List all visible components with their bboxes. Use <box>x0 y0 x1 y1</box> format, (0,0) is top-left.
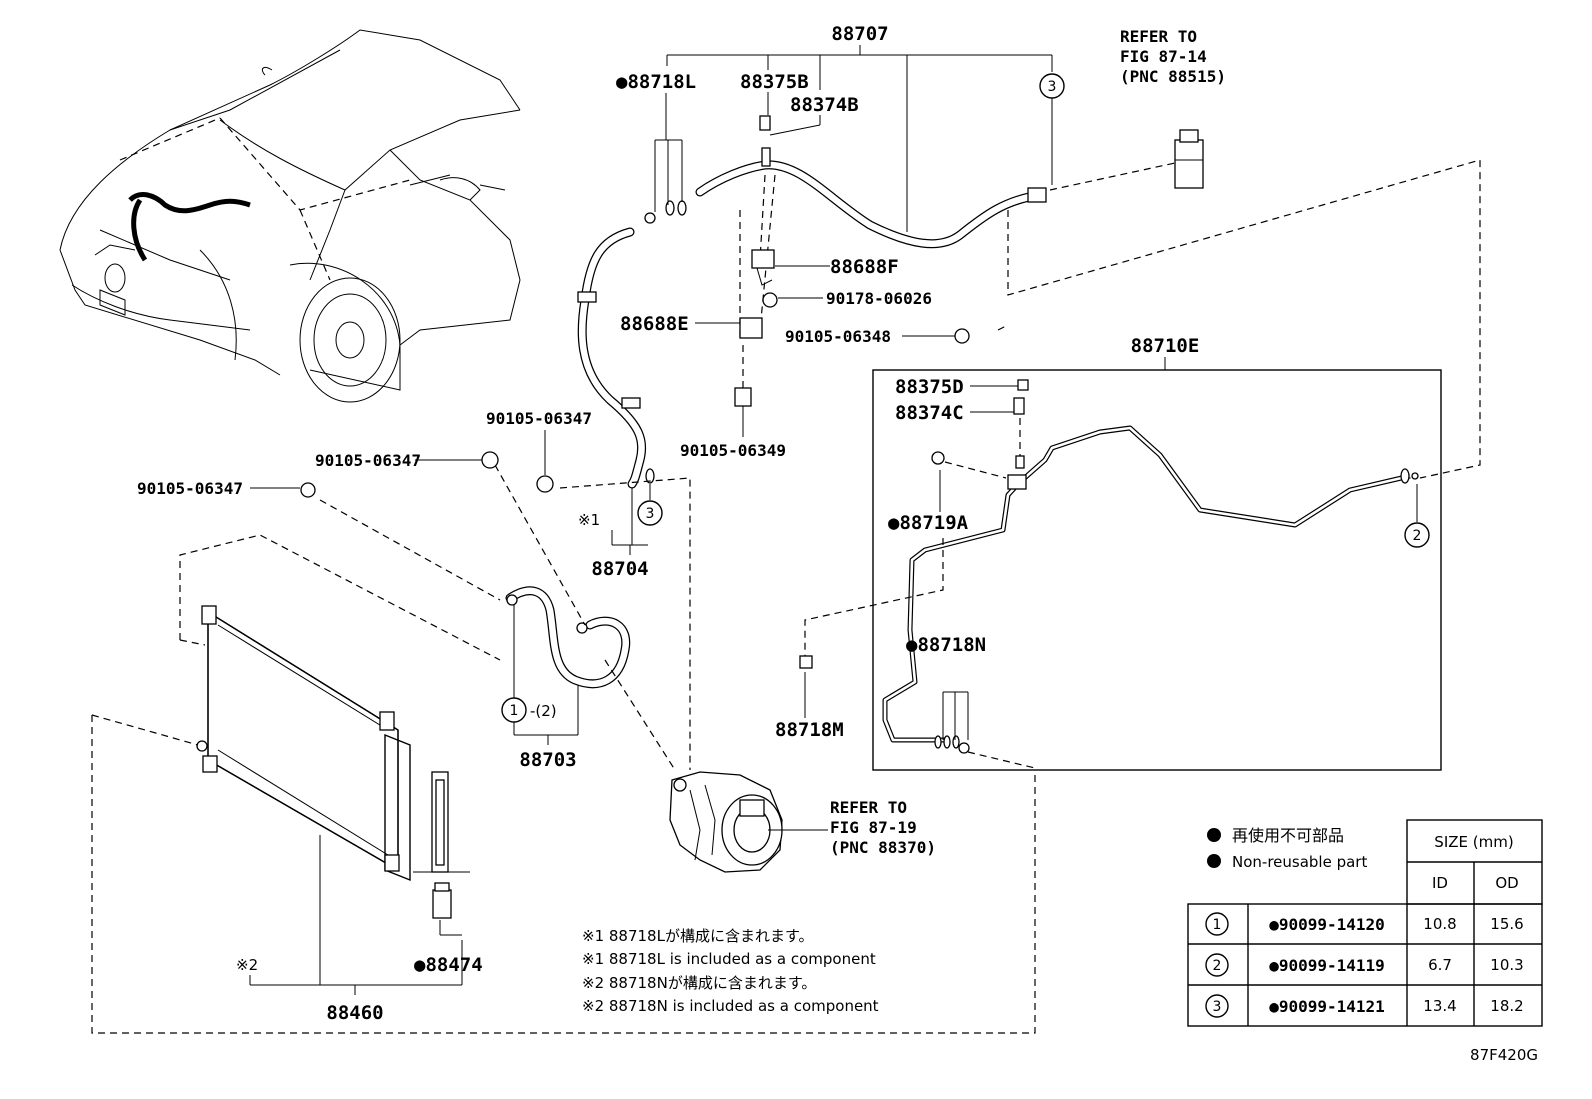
note-2-en: ※2 88718N is included as a component <box>582 997 879 1015</box>
refer-fig-87-14-line1: REFER TO <box>1120 27 1197 46</box>
table-row-num: 2 <box>1213 958 1222 974</box>
label-88719A: ●88719A <box>888 512 969 534</box>
label-90105-06347-b: 90105-06347 <box>315 451 421 470</box>
expansion-valve-ref <box>1174 129 1204 189</box>
leader-lines <box>249 45 1418 995</box>
circled-refs: 3 2 3 1 <box>501 73 1430 723</box>
condenser-88460 <box>91 482 1036 1034</box>
circle-ref-2 <box>1404 522 1430 548</box>
label-88718N: ●88718N <box>906 634 986 656</box>
table-row: 1 ●90099-14120 10.8 15.6 <box>1205 912 1524 936</box>
label-88375D: 88375D <box>895 376 964 398</box>
legend-bullet-en <box>1207 854 1221 868</box>
legend-en: Non-reusable part <box>1232 853 1367 871</box>
label-88718M: 88718M <box>775 719 844 741</box>
label-88710E: 88710E <box>1131 335 1200 357</box>
legend: 再使用不可部品 Non-reusable part <box>1207 826 1367 871</box>
component-notes: ※1 88718Lが構成に含まれます。 ※1 88718L is include… <box>582 927 879 1015</box>
upper-pipe-88707 <box>695 115 1481 479</box>
table-row-num: 1 <box>1213 917 1222 933</box>
refer-fig-87-19-line3: (PNC 88370) <box>830 838 936 857</box>
table-col-od: OD <box>1495 874 1518 892</box>
refer-fig-87-14-line3: (PNC 88515) <box>1120 67 1226 86</box>
table-row-id: 13.4 <box>1423 997 1456 1015</box>
circle-ref-1 <box>501 697 527 723</box>
label-88703: 88703 <box>519 749 576 771</box>
compressor-ref <box>669 771 783 873</box>
discharge-hose-88703 <box>481 451 676 771</box>
label-88703-sub: -(2) <box>530 702 557 720</box>
label-90178-06026: 90178-06026 <box>826 289 932 308</box>
table-row-id: 6.7 <box>1428 956 1452 974</box>
note-2-jp: ※2 88718Nが構成に含まれます。 <box>582 974 816 992</box>
receiver-88474 <box>431 771 452 919</box>
note-1-jp: ※1 88718Lが構成に含まれます。 <box>582 927 813 945</box>
table-header-size: SIZE (mm) <box>1434 833 1513 851</box>
table-row-od: 18.2 <box>1490 997 1523 1015</box>
circle-ref-1-text: 1 <box>510 703 519 719</box>
circle-ref-2-text: 2 <box>1413 528 1422 544</box>
size-table: SIZE (mm) ID OD 1 ●90099-14120 10.8 15.6… <box>1187 819 1543 1027</box>
legend-jp: 再使用不可部品 <box>1232 826 1344 845</box>
label-90105-06348: 90105-06348 <box>785 327 891 346</box>
label-88704: 88704 <box>591 558 648 580</box>
note-1-en: ※1 88718L is included as a component <box>582 950 876 968</box>
table-row: 2 ●90099-14119 6.7 10.3 <box>1205 953 1524 977</box>
liquid-pipe-88710E <box>799 369 1442 771</box>
part-labels: 88707 ●88718L 88375B 88374B REFER TO FIG… <box>137 23 1226 1024</box>
table-row-part: ●90099-14121 <box>1269 997 1385 1016</box>
table-row-num: 3 <box>1213 999 1222 1015</box>
label-88718L: ●88718L <box>616 71 696 93</box>
circle-ref-3-top <box>1039 73 1065 99</box>
table-row-od: 10.3 <box>1490 956 1523 974</box>
circle-ref-3-mid <box>637 500 663 526</box>
table-row-part: ●90099-14119 <box>1269 956 1385 975</box>
refer-fig-87-19-line2: FIG 87-19 <box>830 818 917 837</box>
label-88707: 88707 <box>831 23 888 45</box>
label-88474: ●88474 <box>414 954 483 976</box>
label-88375B: 88375B <box>740 71 809 93</box>
label-mark2: ※2 <box>236 956 258 974</box>
figure-code: 87F420G <box>1470 1046 1538 1064</box>
circle-ref-3-mid-text: 3 <box>646 506 655 522</box>
label-88460: 88460 <box>326 1002 383 1024</box>
refer-fig-87-14-line2: FIG 87-14 <box>1120 47 1207 66</box>
label-88374B: 88374B <box>790 94 859 116</box>
label-90105-06347-c: 90105-06347 <box>137 479 243 498</box>
circle-ref-3-top-text: 3 <box>1048 79 1057 95</box>
refer-fig-87-19-line1: REFER TO <box>830 798 907 817</box>
label-88374C: 88374C <box>895 402 964 424</box>
table-col-id: ID <box>1432 874 1448 892</box>
label-88688F: 88688F <box>830 256 899 278</box>
label-90105-06349: 90105-06349 <box>680 441 786 460</box>
legend-bullet-jp <box>1207 828 1221 842</box>
table-row: 3 ●90099-14121 13.4 18.2 <box>1205 994 1524 1018</box>
table-row-od: 15.6 <box>1490 915 1523 933</box>
suction-hose-88704 <box>536 200 691 770</box>
label-mark1: ※1 <box>578 511 600 529</box>
table-row-part: ●90099-14120 <box>1269 915 1385 934</box>
vehicle-illustration <box>59 29 521 403</box>
table-row-id: 10.8 <box>1423 915 1456 933</box>
label-90105-06347-a: 90105-06347 <box>486 409 592 428</box>
label-88688E: 88688E <box>620 313 689 335</box>
